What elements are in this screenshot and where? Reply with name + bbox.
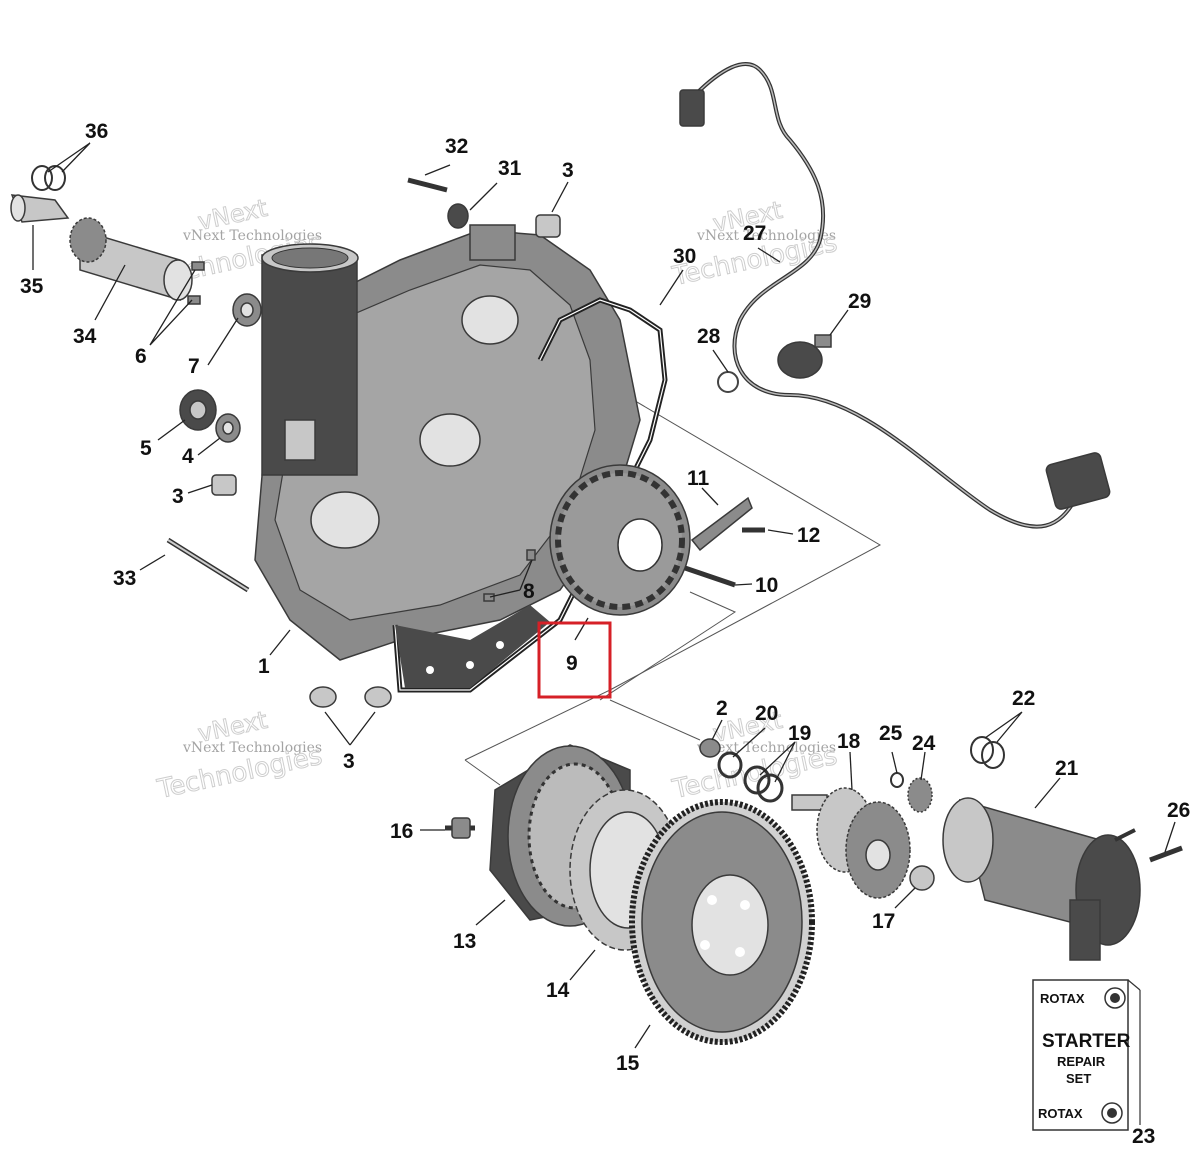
dowel-pin-icon (526, 549, 536, 561)
speed-sensor-icon (777, 341, 823, 379)
callout-29[interactable]: 29 (848, 290, 871, 313)
callout-15[interactable]: 15 (616, 1052, 640, 1075)
bearing-bore-icon (310, 491, 380, 549)
callout-20[interactable]: 20 (755, 702, 778, 725)
bolt-icon (445, 817, 475, 839)
callout-1[interactable]: 1 (258, 655, 270, 678)
washer-icon (743, 765, 771, 795)
callout-24[interactable]: 24 (912, 732, 936, 755)
idler-gear-icon (816, 787, 911, 899)
bracket-icon (690, 496, 753, 552)
connector-icon (1045, 452, 1111, 510)
screw-icon (814, 334, 832, 348)
washer-icon (717, 751, 743, 779)
o-ring-icon (717, 371, 739, 393)
dowel-pin-icon (191, 261, 205, 271)
retaining-ring-icon (44, 165, 66, 191)
magneto-housing (254, 224, 641, 661)
callout-26[interactable]: 26 (1167, 799, 1190, 822)
retaining-ring-icon (31, 165, 53, 191)
spacer-icon (699, 738, 721, 758)
connector-icon (679, 89, 705, 127)
starter-motor-icon (942, 797, 1141, 961)
plug-icon (364, 686, 392, 708)
callout-6[interactable]: 6 (135, 345, 147, 368)
o-ring-icon (970, 736, 994, 764)
gear-shaft-icon (69, 217, 193, 302)
callout-8[interactable]: 8 (523, 580, 535, 603)
o-ring-icon (981, 741, 1005, 769)
sensor-harness (679, 62, 1111, 529)
callout-3-bottom[interactable]: 3 (343, 750, 355, 773)
callout-23[interactable]: 23 (1132, 1125, 1155, 1148)
callout-3-top[interactable]: 3 (562, 159, 574, 182)
callout-4[interactable]: 4 (182, 445, 194, 468)
bearing-bore-icon (461, 295, 519, 345)
callout-35[interactable]: 35 (20, 275, 44, 298)
bolt-icon (407, 177, 448, 193)
callout-10[interactable]: 10 (755, 574, 778, 597)
bearing-bore-icon (419, 413, 481, 467)
callout-17[interactable]: 17 (872, 910, 895, 933)
plug-icon (309, 686, 337, 708)
card-brand-bottom: ROTAX (1038, 1106, 1083, 1121)
callout-16[interactable]: 16 (390, 820, 413, 843)
circlip-icon (890, 772, 904, 788)
callout-9[interactable]: 9 (566, 652, 578, 675)
bolt-icon (1149, 845, 1183, 863)
callout-18[interactable]: 18 (837, 730, 861, 753)
callout-31[interactable]: 31 (498, 157, 522, 180)
callout-19[interactable]: 19 (788, 722, 811, 745)
callout-27[interactable]: 27 (743, 222, 766, 245)
ring-gear-icon (629, 799, 815, 1045)
plug-icon (535, 214, 561, 238)
callout-36[interactable]: 36 (85, 120, 108, 143)
callout-21[interactable]: 21 (1055, 757, 1079, 780)
callouts: 36 35 34 6 7 5 4 3 33 1 3 32 31 3 30 27 … (20, 120, 1190, 1148)
watermark-text: vNext Technologies (182, 740, 322, 756)
callout-5[interactable]: 5 (140, 437, 152, 460)
callout-7[interactable]: 7 (188, 355, 200, 378)
dowel-pin-icon (187, 295, 201, 305)
watermark-text: vNext Technologies (182, 228, 322, 244)
highlight-box-part-9 (537, 621, 612, 699)
left-small-parts (10, 165, 765, 708)
card-line-3: SET (1066, 1071, 1091, 1086)
card-line-2: REPAIR (1057, 1054, 1106, 1069)
screw-icon (684, 565, 736, 588)
callout-3-left[interactable]: 3 (172, 485, 184, 508)
plug-icon (211, 474, 237, 496)
assembly-guide-lines (464, 344, 882, 786)
callout-33[interactable]: 33 (113, 567, 136, 590)
washer-icon (756, 773, 784, 803)
callout-32[interactable]: 32 (445, 135, 468, 158)
card-brand-top: ROTAX (1040, 991, 1085, 1006)
callout-13[interactable]: 13 (453, 930, 476, 953)
callout-28[interactable]: 28 (697, 325, 721, 348)
gasket (392, 297, 668, 693)
callout-2[interactable]: 2 (716, 697, 728, 720)
repair-kit-card: ROTAX STARTER REPAIR SET ROTAX (1032, 979, 1141, 1131)
stator (549, 464, 691, 616)
watermark-text: vNext Technologies (696, 228, 836, 244)
starter-gear-train (699, 736, 1183, 961)
clamp-icon (447, 203, 469, 229)
callout-25[interactable]: 25 (879, 722, 903, 745)
card-title: STARTER (1042, 1031, 1131, 1052)
callout-11[interactable]: 11 (687, 467, 710, 490)
callout-12[interactable]: 12 (797, 524, 820, 547)
rotor-assembly (445, 744, 815, 1045)
callout-30[interactable]: 30 (673, 245, 696, 268)
dowel-pin-icon (483, 593, 495, 602)
leader-lines (32, 142, 1176, 1049)
bushing-icon (909, 865, 935, 891)
callout-22[interactable]: 22 (1012, 687, 1035, 710)
pinion-gear-icon (907, 777, 933, 813)
callout-14[interactable]: 14 (546, 979, 570, 1002)
callout-34[interactable]: 34 (73, 325, 97, 348)
